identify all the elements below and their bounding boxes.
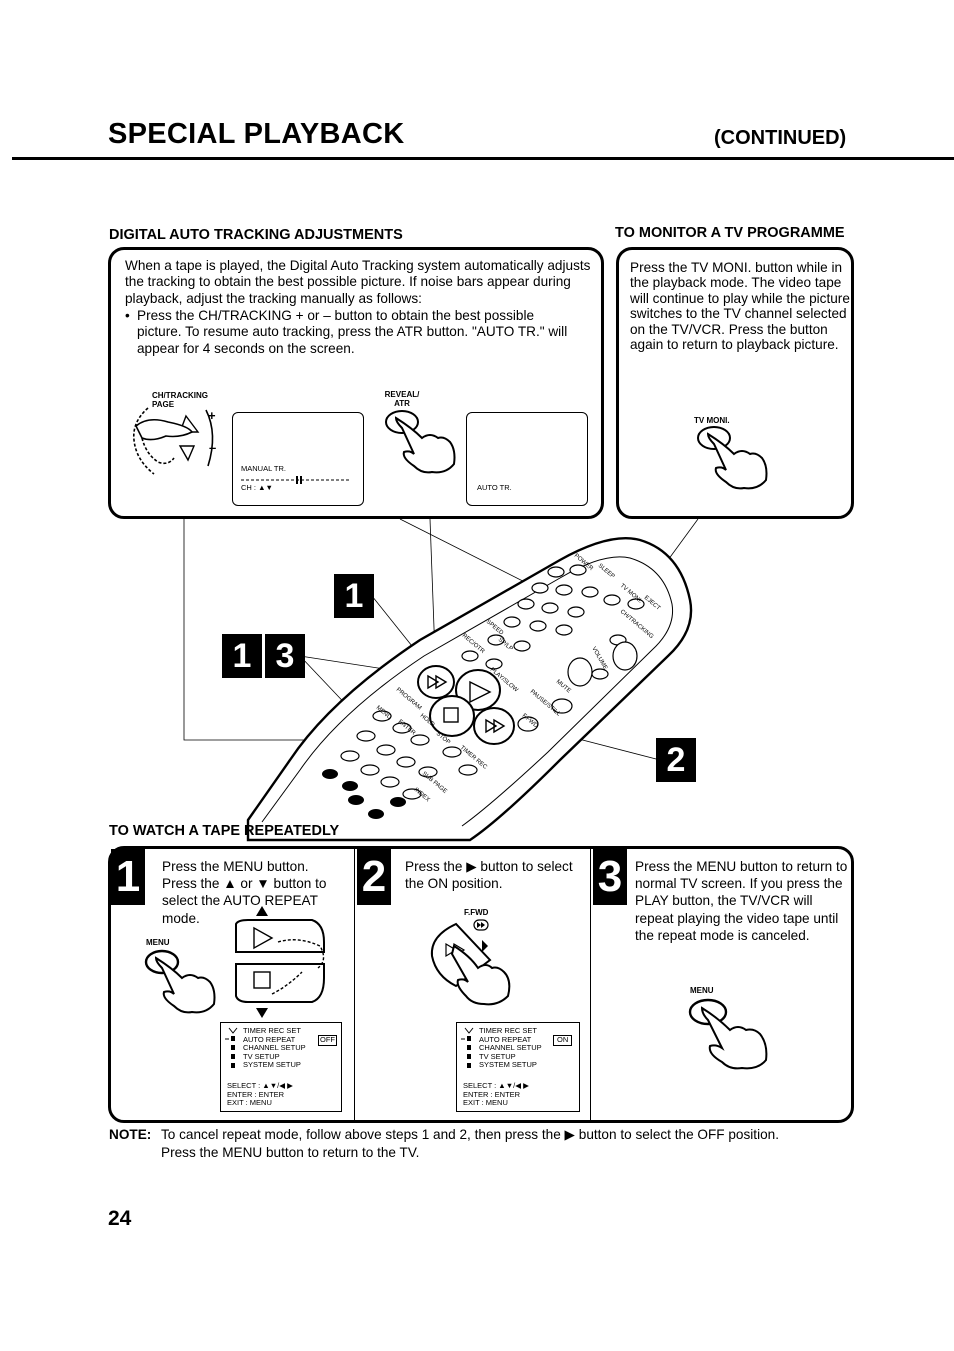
tv-moni-label: TV MONI.	[694, 416, 730, 425]
note-line-2: Press the MENU button to return to the T…	[161, 1145, 420, 1160]
osd-enter: ENTER : ENTER	[227, 1089, 285, 1099]
osd-line-timer: TIMER REC SET	[243, 1026, 301, 1035]
step-3-text: Press the MENU button to return to norma…	[635, 859, 848, 943]
osd-exit: EXIT : MENU	[227, 1098, 272, 1108]
callout-3: 3	[265, 634, 305, 678]
osd-select: SELECT : ▲▼/◀ ▶	[227, 1080, 293, 1090]
osd-line-system: SYSTEM SETUP	[243, 1060, 301, 1070]
osd2-line-tv: TV SETUP	[479, 1051, 516, 1061]
step-1-menu-label: MENU	[146, 938, 170, 947]
note-line-1: To cancel repeat mode, follow above step…	[161, 1127, 779, 1142]
monitor-paragraph: Press the TV MONI. button while in the p…	[630, 260, 850, 353]
osd-line-channel: CHANNEL SETUP	[243, 1043, 306, 1053]
osd2-line-system: SYSTEM SETUP	[479, 1060, 537, 1070]
osd-menu-on: TIMER REC SET AUTO REPEAT CHANNEL SETUP …	[456, 1022, 580, 1112]
continued-label: (CONTINUED)	[714, 127, 847, 149]
osd-menu-off: TIMER REC SET AUTO REPEAT CHANNEL SETUP …	[220, 1022, 342, 1112]
osd-line-tv: TV SETUP	[243, 1051, 280, 1061]
page-number: 24	[108, 1207, 132, 1230]
step-1-number: 1	[111, 849, 145, 905]
step-1-text: Press the MENU button. Press the ▲ or ▼ …	[162, 859, 327, 926]
reveal-atr-hand-icon	[385, 410, 456, 474]
osd2-line-auto-repeat: AUTO REPEAT	[479, 1034, 532, 1044]
step-3-number: 3	[593, 849, 627, 905]
step-2-number: 2	[357, 849, 391, 905]
ch-tracking-hand-icon	[132, 407, 214, 475]
callout-1: 1	[334, 574, 374, 618]
step-3-menu-label: MENU	[690, 986, 714, 995]
ch-tracking-label: CH/TRACKING	[152, 391, 208, 400]
tv-screen-auto	[466, 412, 588, 506]
callout-1-b: 1	[222, 634, 262, 678]
manual-tr-text: MANUAL TR.	[241, 464, 287, 473]
menu-hand-icon	[144, 949, 216, 1014]
osd-icons	[225, 1027, 238, 1068]
tv-moni-hand-icon	[697, 426, 768, 490]
step-2-ffwd-label: F.FWD	[464, 908, 489, 917]
dat-box	[108, 247, 604, 519]
repeat-heading: TO WATCH A TAPE REPEATEDLY	[109, 823, 340, 839]
osd2-enter: ENTER : ENTER	[463, 1089, 521, 1099]
page-title: SPECIAL PLAYBACK	[108, 118, 405, 150]
tv-screen-manual	[232, 412, 364, 506]
repeat-box	[108, 846, 854, 1123]
note-label: NOTE:	[109, 1127, 152, 1142]
page-label: PAGE	[152, 400, 175, 409]
osd2-select: SELECT : ▲▼/◀ ▶	[463, 1080, 529, 1090]
monitor-heading: TO MONITOR A TV PROGRAMME	[615, 225, 845, 241]
monitor-box	[616, 247, 854, 519]
ch-arrows-text: CH : ▲▼	[241, 483, 273, 492]
osd2-line-timer: TIMER REC SET	[479, 1026, 537, 1035]
step-2-text: Press the ▶ button to select the ON posi…	[405, 859, 573, 892]
header-rule	[12, 157, 954, 160]
osd-value-off: OFF	[318, 1035, 337, 1046]
atr-label: ATR	[394, 399, 410, 408]
tracking-bar	[241, 476, 351, 484]
osd-line-auto-repeat: AUTO REPEAT	[243, 1034, 296, 1044]
plus-sign: +	[208, 408, 216, 423]
ffwd-hand-icon	[430, 919, 511, 1006]
dat-bullet-mark: •	[125, 308, 130, 323]
dat-heading: DIGITAL AUTO TRACKING ADJUSTMENTS	[109, 227, 403, 243]
reveal-label: REVEAL/	[384, 390, 420, 399]
osd2-icons	[461, 1027, 474, 1068]
menu-hand-icon-2	[688, 998, 768, 1070]
step-divider-2	[590, 849, 592, 1120]
osd-value-on: ON	[553, 1035, 573, 1046]
up-down-keys-icon	[235, 906, 325, 1018]
callout-2: 2	[656, 738, 696, 782]
dat-paragraph: When a tape is played, the Digital Auto …	[125, 258, 591, 306]
step-divider-1	[354, 849, 356, 1120]
osd2-line-channel: CHANNEL SETUP	[479, 1043, 542, 1053]
osd2-exit: EXIT : MENU	[463, 1098, 508, 1108]
dat-bullet: Press the CH/TRACKING + or – button to o…	[137, 308, 568, 356]
auto-tr-text: AUTO TR.	[477, 483, 512, 492]
